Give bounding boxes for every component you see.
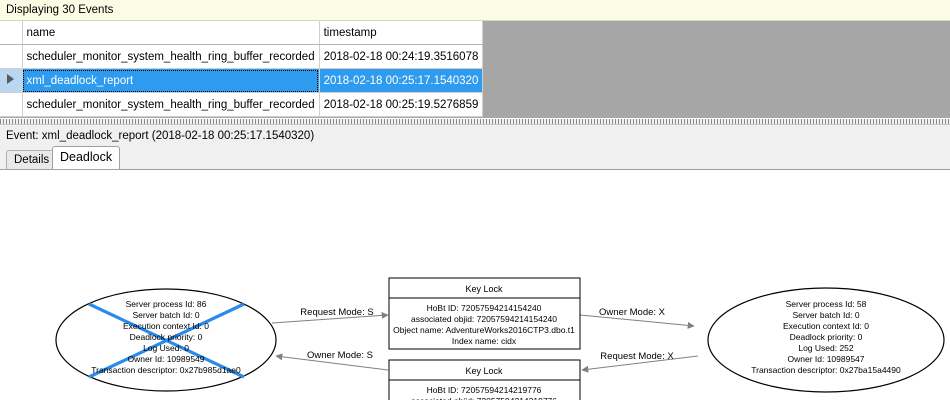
edge-label-left-owner: Owner Mode: S: [307, 350, 373, 361]
row-selector[interactable]: [0, 68, 23, 93]
horizontal-splitter[interactable]: [0, 118, 950, 125]
table-row[interactable]: xml_deadlock_report 2018-02-18 00:25:17.…: [0, 68, 484, 93]
process-right-line-6: Transaction descriptor: 0x27ba15a4490: [751, 365, 901, 375]
keylock-top-line-2: Object name: AdventureWorks2016CTP3.dbo.…: [393, 325, 575, 335]
process-right-line-1: Server batch Id: 0: [792, 310, 859, 320]
cell-name[interactable]: scheduler_monitor_system_health_ring_buf…: [22, 44, 320, 69]
process-left-line-6: Transaction descriptor: 0x27b985d1ae0: [91, 365, 241, 375]
column-header-timestamp[interactable]: timestamp: [319, 21, 484, 45]
process-left-line-3: Deadlock priority: 0: [130, 332, 203, 342]
cell-name[interactable]: xml_deadlock_report: [22, 68, 320, 93]
process-right-line-5: Owner Id: 10989547: [787, 354, 864, 364]
tab-details[interactable]: Details: [6, 150, 58, 169]
row-selector[interactable]: [0, 44, 23, 69]
column-header-selector[interactable]: [0, 21, 23, 45]
process-left-line-1: Server batch Id: 0: [132, 310, 199, 320]
column-header-name[interactable]: name: [22, 21, 320, 45]
process-left-line-5: Owner Id: 10989549: [127, 354, 204, 364]
cell-timestamp[interactable]: 2018-02-18 00:24:19.3516078: [319, 44, 484, 69]
deadlock-graph-canvas[interactable]: Request Mode: S Owner Mode: S Owner Mode…: [0, 169, 950, 400]
cell-timestamp[interactable]: 2018-02-18 00:25:19.5276859: [319, 92, 484, 117]
events-grid-container[interactable]: name timestamp scheduler_monitor_system_…: [0, 21, 950, 118]
edge-left-request: Request Mode: S: [271, 307, 389, 324]
edge-label-right-request: Request Mode: X: [600, 351, 674, 362]
keylock-top-title: Key Lock: [465, 284, 503, 294]
resource-node-keylock-top[interactable]: Key Lock HoBt ID: 72057594214154240 asso…: [388, 277, 581, 350]
events-grid[interactable]: name timestamp scheduler_monitor_system_…: [0, 21, 484, 117]
keylock-top-line-3: Index name: cidx: [452, 336, 517, 346]
keylock-bottom-line-0: HoBt ID: 72057594214219776: [427, 385, 542, 395]
process-right-line-4: Log Used: 252: [798, 343, 854, 353]
grid-header-row: name timestamp: [0, 21, 484, 45]
deadlock-graph-svg: Request Mode: S Owner Mode: S Owner Mode…: [55, 277, 945, 400]
events-status-banner: Displaying 30 Events: [0, 0, 950, 21]
edge-label-right-owner: Owner Mode: X: [599, 307, 666, 318]
detail-tabstrip: Details Deadlock: [0, 146, 950, 169]
process-left-line-4: Log Used: 0: [143, 343, 189, 353]
process-right-line-0: Server process Id: 58: [786, 299, 867, 309]
keylock-top-line-1: associated objid: 72057594214154240: [411, 314, 557, 324]
row-selector[interactable]: [0, 92, 23, 117]
edge-label-left-request: Request Mode: S: [300, 307, 373, 318]
keylock-bottom-title: Key Lock: [465, 366, 503, 376]
process-right-line-3: Deadlock priority: 0: [790, 332, 863, 342]
process-left-line-0: Server process Id: 86: [126, 299, 207, 309]
resource-node-keylock-bottom[interactable]: Key Lock HoBt ID: 72057594214219776 asso…: [388, 359, 581, 400]
victim-cross-icon: [88, 302, 245, 379]
keylock-bottom-body-box[interactable]: [388, 379, 581, 400]
keylock-top-body-box[interactable]: [388, 297, 581, 350]
keylock-bottom-line-1: associated objid: 72057594214219776: [411, 396, 557, 400]
process-node-left[interactable]: Server process Id: 86 Server batch Id: 0…: [55, 288, 277, 392]
process-left-line-2: Execution context Id: 0: [123, 321, 209, 331]
process-right-line-2: Execution context Id: 0: [783, 321, 869, 331]
edge-right-request: Request Mode: X: [581, 351, 699, 373]
table-row[interactable]: scheduler_monitor_system_health_ring_buf…: [0, 44, 484, 69]
edge-right-owner: Owner Mode: X: [579, 307, 695, 329]
edge-left-owner: Owner Mode: S: [275, 350, 389, 371]
event-detail-pane: Event: xml_deadlock_report (2018-02-18 0…: [0, 125, 950, 400]
table-row[interactable]: scheduler_monitor_system_health_ring_buf…: [0, 92, 484, 117]
process-node-right[interactable]: Server process Id: 58 Server batch Id: 0…: [707, 287, 945, 393]
keylock-top-line-0: HoBt ID: 72057594214154240: [427, 303, 542, 313]
row-selector-arrow-icon: [7, 74, 15, 84]
event-caption: Event: xml_deadlock_report (2018-02-18 0…: [6, 130, 315, 142]
process-ellipse-right[interactable]: [707, 287, 945, 393]
cell-name[interactable]: scheduler_monitor_system_health_ring_buf…: [22, 92, 320, 117]
tab-deadlock[interactable]: Deadlock: [52, 146, 121, 169]
cell-timestamp[interactable]: 2018-02-18 00:25:17.1540320: [319, 68, 484, 93]
